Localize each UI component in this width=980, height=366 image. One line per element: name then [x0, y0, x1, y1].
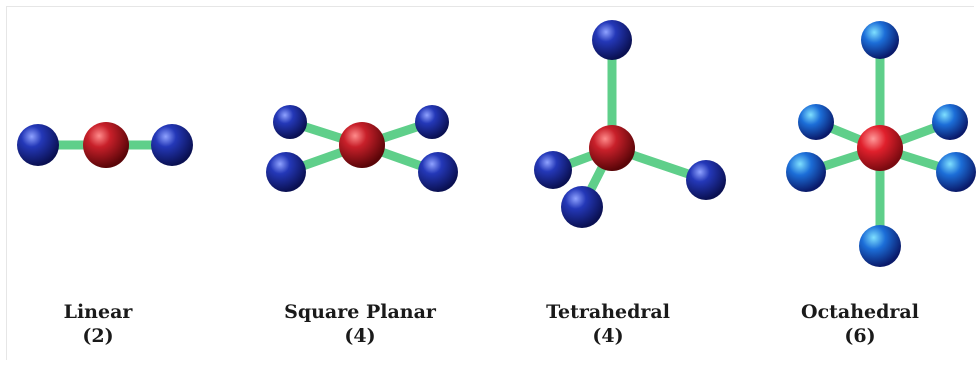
tetrahedral-label: Tetrahedral (4)	[488, 300, 728, 348]
geometry-name: Linear	[63, 301, 133, 323]
ligand-atom	[592, 20, 632, 60]
central-atom	[83, 122, 129, 168]
geometry-name: Square Planar	[284, 301, 436, 323]
ligand-atom	[534, 151, 572, 189]
linear-label: Linear (2)	[0, 300, 218, 348]
ligand-atom	[151, 124, 193, 166]
tetrahedral-molecule	[534, 20, 726, 228]
ligand-atom	[418, 152, 458, 192]
ligand-atom	[932, 104, 968, 140]
coordination-number: (6)	[844, 325, 876, 347]
coordination-number: (2)	[82, 325, 114, 347]
central-atom	[589, 125, 635, 171]
square-planar-label: Square Planar (4)	[240, 300, 480, 348]
geometry-name: Tetrahedral	[546, 301, 670, 323]
ligand-atom	[936, 152, 976, 192]
ligand-atom	[415, 105, 449, 139]
square-planar-molecule	[266, 105, 458, 192]
coordination-number: (4)	[592, 325, 624, 347]
ligand-atom	[861, 21, 899, 59]
ligand-atom	[266, 152, 306, 192]
ligand-atom	[859, 225, 901, 267]
ligand-atom	[798, 104, 834, 140]
linear-molecule	[17, 122, 193, 168]
central-atom	[857, 125, 903, 171]
ligand-atom	[786, 152, 826, 192]
ligand-atom	[686, 160, 726, 200]
octahedral-label: Octahedral (6)	[740, 300, 980, 348]
geometry-name: Octahedral	[801, 301, 919, 323]
ligand-atom	[561, 186, 603, 228]
octahedral-molecule	[786, 21, 976, 267]
coordination-number: (4)	[344, 325, 376, 347]
ligand-atom	[17, 124, 59, 166]
bonds	[548, 35, 711, 212]
figure-frame	[6, 6, 974, 360]
ligand-atom	[273, 105, 307, 139]
central-atom	[339, 122, 385, 168]
